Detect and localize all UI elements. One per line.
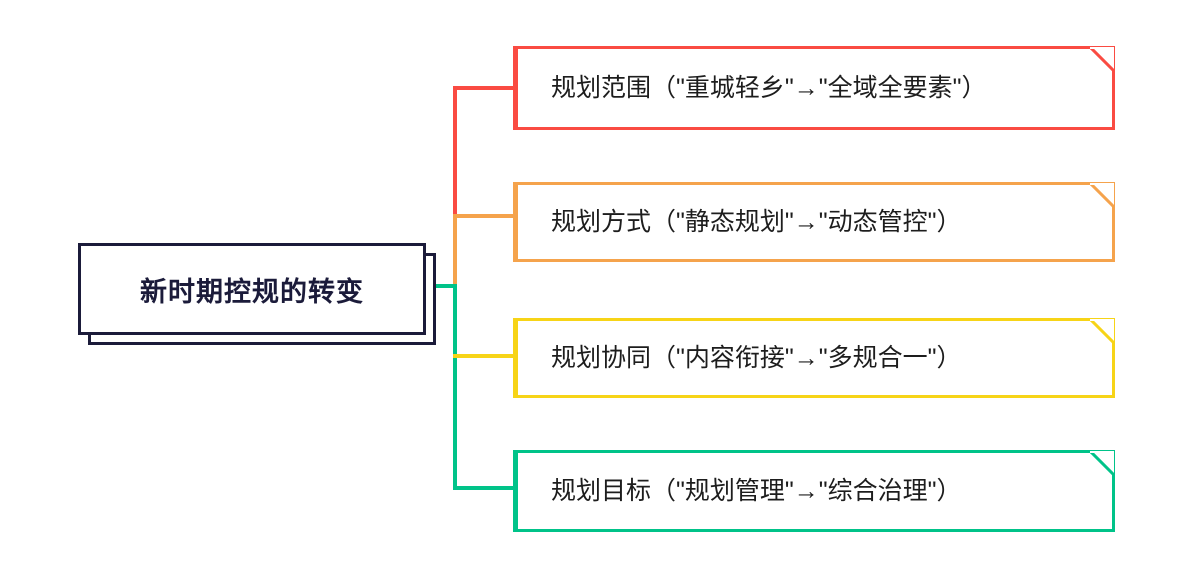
branch-card-label: 规划目标（"规划管理"→"综合治理"）	[551, 476, 962, 505]
connector-trunk-red	[453, 86, 457, 218]
branch-card-label: 规划协同（"内容衔接"→"多规合一"）	[551, 343, 962, 372]
connector-stub-2	[453, 214, 517, 218]
branch-card-label: 规划方式（"静态规划"→"动态管控"）	[551, 207, 962, 236]
folded-corner-icon	[1090, 319, 1114, 343]
branch-card-planning-goal[interactable]: 规划目标（"规划管理"→"综合治理"）	[515, 450, 1115, 532]
branch-card-body: 规划方式（"静态规划"→"动态管控"）	[518, 183, 1114, 259]
connector-stub-1	[453, 86, 517, 90]
root-node-label: 新时期控规的转变	[140, 276, 364, 307]
branch-card-body: 规划目标（"规划管理"→"综合治理"）	[518, 451, 1114, 529]
branch-card-planning-scope[interactable]: 规划范围（"重城轻乡"→"全域全要素"）	[515, 46, 1115, 130]
folded-corner-icon	[1090, 451, 1114, 475]
branch-card-body: 规划协同（"内容衔接"→"多规合一"）	[518, 319, 1114, 395]
connector-stub-3	[453, 354, 517, 358]
branch-card-label: 规划范围（"重城轻乡"→"全域全要素"）	[551, 73, 987, 102]
folded-corner-icon	[1090, 47, 1114, 71]
root-node-front-card: 新时期控规的转变	[78, 243, 426, 335]
branch-card-body: 规划范围（"重城轻乡"→"全域全要素"）	[518, 47, 1114, 127]
branch-card-planning-coordination[interactable]: 规划协同（"内容衔接"→"多规合一"）	[515, 318, 1115, 398]
branch-card-planning-method[interactable]: 规划方式（"静态规划"→"动态管控"）	[515, 182, 1115, 262]
root-node[interactable]: 新时期控规的转变	[78, 243, 438, 347]
connector-trunk-orange	[453, 214, 457, 288]
connector-trunk-green	[453, 284, 457, 490]
connector-stub-4	[453, 486, 517, 490]
folded-corner-icon	[1090, 183, 1114, 207]
